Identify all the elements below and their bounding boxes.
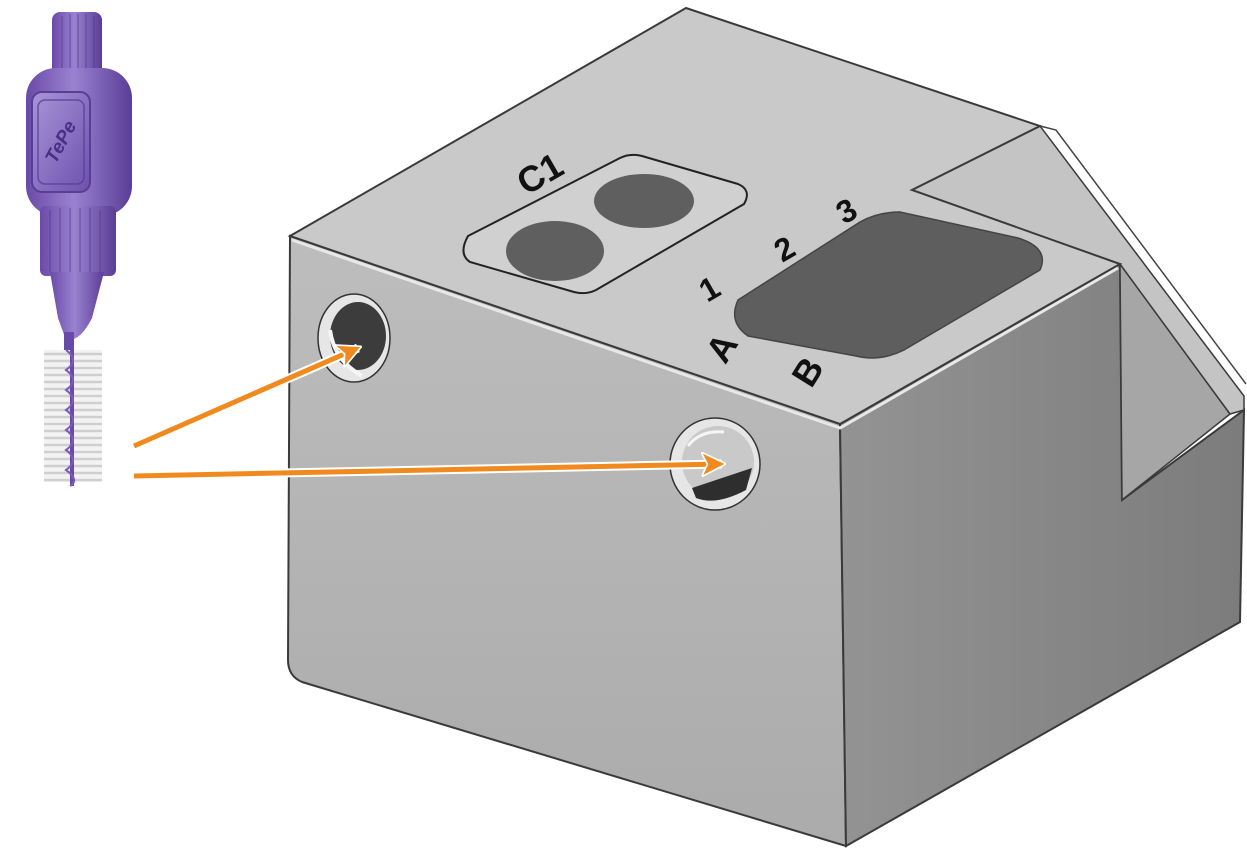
interdental-brush: TePe (26, 12, 132, 487)
brush-bristles (44, 346, 102, 487)
brush-neck (50, 272, 104, 341)
pocket-c1-hole-back (594, 174, 694, 228)
pocket-c1-hole-front (506, 221, 604, 281)
side-hole-upper (317, 293, 391, 383)
arrows (132, 343, 722, 481)
brush-label-plate (31, 91, 91, 193)
pocket-ab (733, 211, 1044, 359)
brush-cap (52, 12, 102, 80)
block-left-face (286, 234, 848, 848)
machined-block: C1 1 2 3 A B (286, 6, 1247, 848)
pocket-c1 (462, 153, 748, 295)
